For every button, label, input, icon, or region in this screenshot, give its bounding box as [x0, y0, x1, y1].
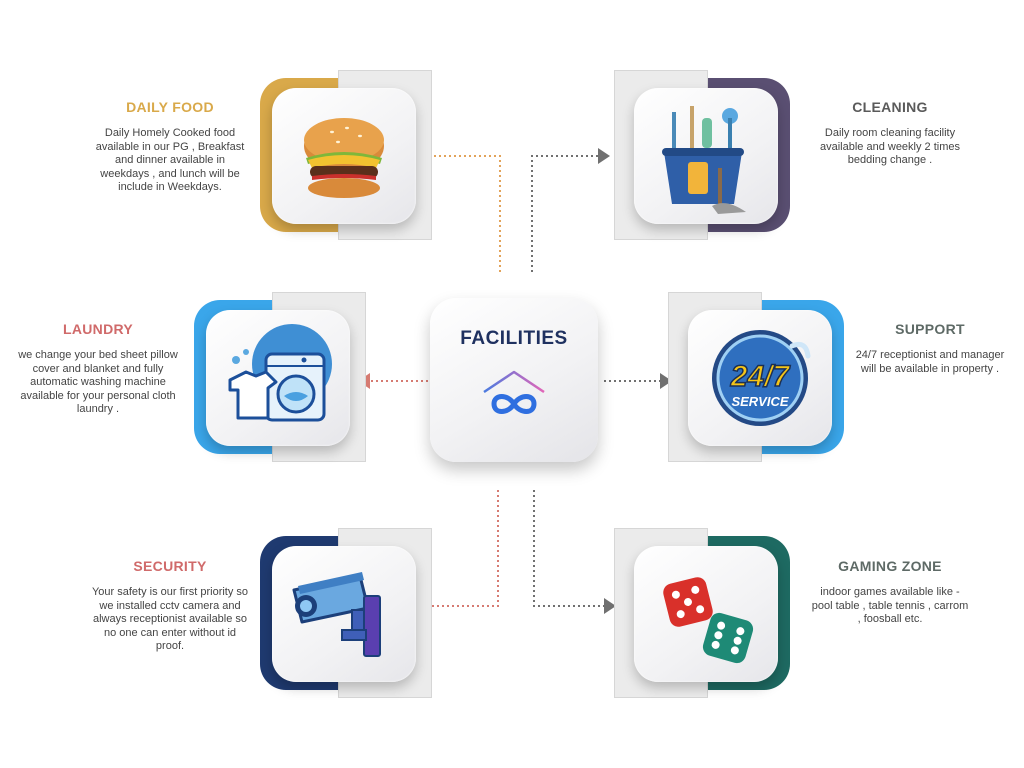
- dice-icon: [663, 577, 754, 664]
- support-description: 24/7 receptionist and manager will be av…: [855, 349, 1005, 375]
- text-support: SUPPORT 24/7 receptionist and manager wi…: [850, 321, 1010, 376]
- feature-gaming-zone: [614, 528, 790, 698]
- laundry-title: LAUNDRY: [62, 321, 134, 337]
- daily-food-description: Daily Homely Cooked food available in ou…: [95, 127, 245, 194]
- facilities-hub: FACILITIES: [430, 298, 598, 462]
- feature-cleaning: [614, 70, 790, 240]
- cctv-camera-icon: [292, 572, 381, 657]
- connector-security: [418, 490, 499, 614]
- support-24-7-icon: 24/7 SERVICE: [712, 330, 811, 426]
- icon-tile: [272, 546, 416, 682]
- security-description: Your safety is our first priority so we …: [91, 586, 249, 653]
- feature-daily-food: [260, 70, 436, 240]
- text-cleaning: CLEANING Daily room cleaning facility av…: [810, 99, 970, 168]
- icon-tile: 24/7 SERVICE: [688, 310, 832, 446]
- hub-title: FACILITIES: [460, 328, 568, 349]
- text-laundry: LAUNDRY we change your bed sheet pillow …: [18, 321, 178, 417]
- icon-tile: [634, 546, 778, 682]
- connector-cleaning: [531, 148, 610, 272]
- support-title: SUPPORT: [895, 321, 965, 337]
- badge-sub-text: SERVICE: [731, 394, 788, 409]
- connector-gaming-zone: [533, 490, 616, 614]
- cleaning-bucket-icon: [662, 106, 746, 214]
- feature-support: 24/7 SERVICE: [668, 292, 844, 462]
- washing-machine-icon: [228, 324, 332, 422]
- daily-food-title: DAILY FOOD: [126, 99, 214, 115]
- house-infinity-logo-icon: [483, 370, 545, 427]
- gaming-zone-description: indoor games available like - pool table…: [811, 586, 969, 626]
- badge-main-text: 24/7: [730, 360, 791, 393]
- connector-daily-food: [420, 148, 501, 272]
- laundry-description: we change your bed sheet pillow cover an…: [18, 349, 178, 416]
- cleaning-description: Daily room cleaning facility available a…: [819, 127, 961, 167]
- feature-security: [260, 528, 436, 698]
- feature-laundry: [194, 292, 370, 462]
- text-gaming-zone: GAMING ZONE indoor games available like …: [810, 558, 970, 627]
- cleaning-title: CLEANING: [852, 99, 928, 115]
- icon-tile: [206, 310, 350, 446]
- icon-tile: [634, 88, 778, 224]
- security-title: SECURITY: [133, 558, 207, 574]
- icon-tile: [272, 88, 416, 224]
- gaming-zone-title: GAMING ZONE: [838, 558, 942, 574]
- text-daily-food: DAILY FOOD Daily Homely Cooked food avai…: [90, 99, 250, 195]
- text-security: SECURITY Your safety is our first priori…: [90, 558, 250, 654]
- burger-icon: [304, 118, 384, 198]
